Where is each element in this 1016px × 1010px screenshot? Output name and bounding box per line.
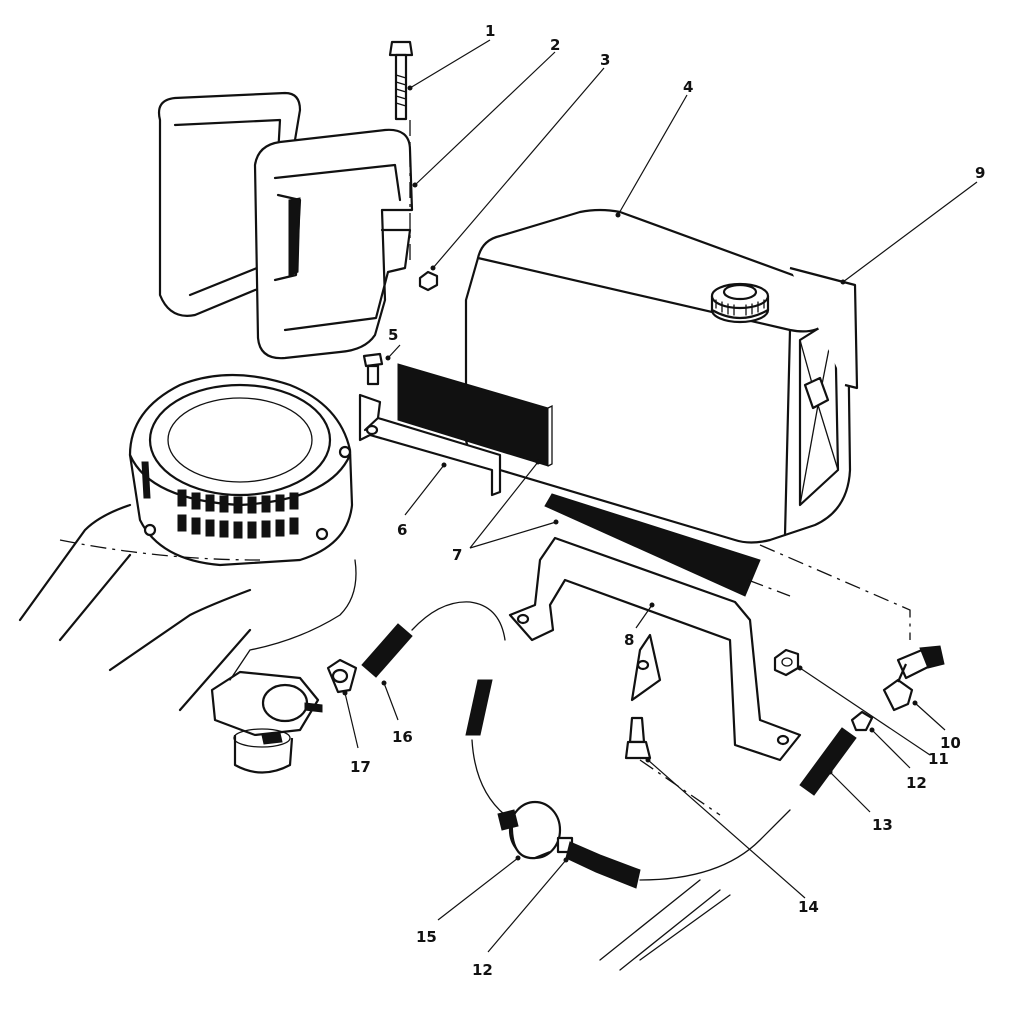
bolt-part-1 [388,40,414,121]
callout-11: 11 [928,750,949,768]
fuel-line-to-carb [229,559,357,681]
callout-2: 2 [550,36,560,54]
fuel-filter-part-15 [497,800,574,860]
centerline-housing [59,539,261,561]
nut-part-3 [418,270,439,292]
hose-lower [565,809,791,971]
callout-1: 1 [485,22,495,40]
callout-9: 9 [975,164,985,182]
carburetor [210,670,323,774]
callout-6: 6 [397,521,407,539]
callout-7: 7 [452,546,462,564]
centerline-valve [759,544,911,640]
tank-shield-front [253,128,414,360]
strip-part-7-lower [544,493,761,597]
bracket-part-6 [358,393,502,497]
leader-lines [342,39,978,953]
callout-13: 13 [872,816,893,834]
callout-15: 15 [416,928,437,946]
hose-mid [465,679,506,816]
callout-8: 8 [624,631,634,649]
callout-16: 16 [392,728,413,746]
strip-part-7-upper [397,363,553,467]
clamp-part-17 [326,658,358,694]
callout-3: 3 [600,51,610,69]
callout-labels: 1 2 3 4 5 6 7 8 9 10 11 12 12 13 14 15 1… [350,22,985,979]
callout-14: 14 [798,898,819,916]
callout-4: 4 [683,78,693,96]
fuel-tank-part-4 [464,208,852,544]
bushing-part-11 [773,648,800,677]
callout-5: 5 [388,326,398,344]
callout-12-bottom: 12 [472,961,493,979]
engine-blower-housing [18,373,354,712]
callout-17: 17 [350,758,371,776]
clamp-part-12-right [850,710,874,732]
bolt-part-5 [362,352,384,386]
callout-10: 10 [940,734,961,752]
shutoff-valve-part-10 [882,645,945,712]
decal-part-9 [789,266,859,390]
hose-part-16 [361,601,506,678]
fitting-part-14 [624,716,652,760]
centerline-tank [747,579,791,597]
hose-part-13 [799,727,857,796]
support-bracket-part-8 [508,536,802,762]
callout-12-right: 12 [906,774,927,792]
